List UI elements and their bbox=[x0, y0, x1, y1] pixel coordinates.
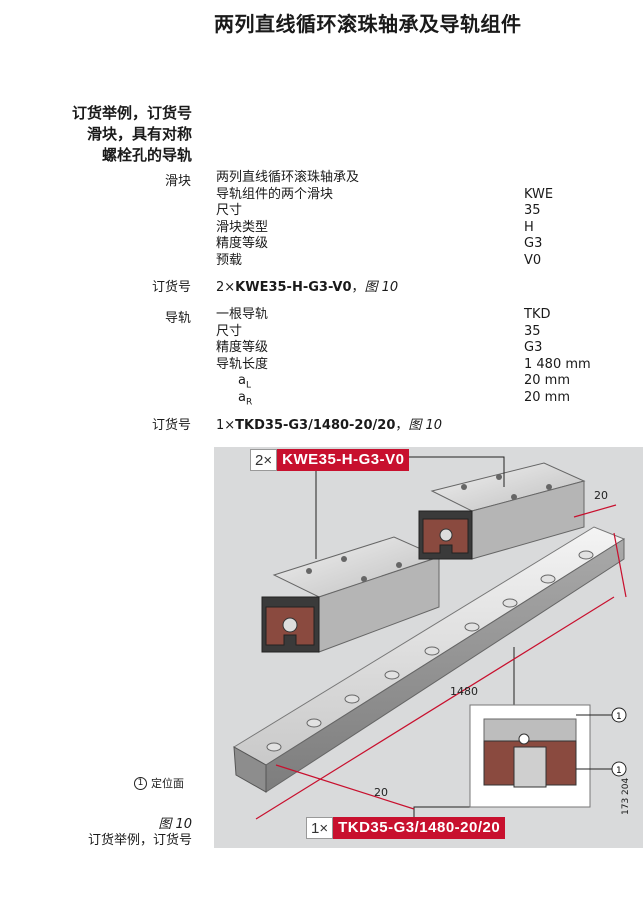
carriage-text-column: 两列直线循环滚珠轴承及 导轨组件的两个滑块 尺寸 滑块类型 精度等级 预载 bbox=[216, 170, 359, 269]
rail-aR-value: 20 mm bbox=[524, 389, 571, 405]
rail-label: 导轨 bbox=[164, 311, 191, 326]
carriage-row-text: 两列直线循环滚珠轴承及 bbox=[216, 170, 360, 185]
carriage-order-label: 订货号 bbox=[151, 280, 191, 295]
section-heading-line-3: 螺栓孔的导轨 bbox=[101, 146, 192, 164]
section-heading-line-1: 订货举例，订货号 bbox=[71, 104, 192, 122]
rail-callout: 1×TKD35-G3/1480-20/20 bbox=[306, 817, 506, 839]
carriage-row-text: 导轨组件的两个滑块 bbox=[216, 186, 334, 202]
carriage-order-line: 2×KWE35-H-G3-V0，图 10 bbox=[216, 276, 398, 295]
rail-row-value: 1 480 mm bbox=[524, 356, 591, 372]
rail-row-value: 35 bbox=[524, 323, 541, 339]
carriage-value-column: KWE 35 H G3 V0 bbox=[524, 170, 553, 269]
carriage-block-rear bbox=[418, 462, 586, 560]
carriage-order-figref: 图 10 bbox=[364, 280, 399, 295]
carriage-row-text: 滑块类型 bbox=[216, 219, 269, 235]
carriage-row-value: KWE bbox=[524, 186, 554, 202]
carriage-row-value bbox=[524, 170, 553, 187]
carriage-callout: 2×KWE35-H-G3-V0 bbox=[250, 449, 410, 471]
dim-left: 20 bbox=[374, 786, 388, 799]
section-heading-line-2: 滑块，具有对称 bbox=[86, 125, 192, 143]
carriage-block-front bbox=[261, 536, 441, 653]
rail-row-text: 尺寸 bbox=[216, 323, 243, 339]
rail-text-column: 一根导轨 尺寸 精度等级 导轨长度 aL aR bbox=[216, 307, 269, 408]
carriage-callout-qty: 2× bbox=[250, 449, 278, 471]
rail-order-sep: ， bbox=[395, 418, 409, 433]
caption-text: 订货举例，订货号 bbox=[87, 833, 192, 848]
rail-row-text: 精度等级 bbox=[216, 340, 269, 355]
carriage-row-text: 预载 bbox=[216, 252, 243, 268]
rail-order-label: 订货号 bbox=[151, 418, 191, 433]
rail-order-code: TKD35-G3/1480-20/20 bbox=[235, 418, 396, 433]
carriage-order-code: KWE35-H-G3-V0 bbox=[235, 280, 352, 295]
legend-text: 定位面 bbox=[151, 777, 184, 790]
carriage-row-value: V0 bbox=[524, 252, 542, 268]
rail-row-value: TKD bbox=[524, 307, 551, 322]
carriage-order-qty: 2× bbox=[216, 280, 236, 295]
carriage-row-value: G3 bbox=[524, 236, 543, 251]
carriage-row-value: H bbox=[524, 219, 534, 235]
legend-number: 1 bbox=[134, 776, 147, 790]
section-heading: 订货举例，订货号 滑块，具有对称 螺栓孔的导轨 bbox=[72, 103, 192, 166]
rail-callout-code: TKD35-G3/1480-20/20 bbox=[333, 817, 506, 839]
page-title: 两列直线循环滚珠轴承及导轨组件 bbox=[214, 12, 522, 36]
carriage-row-text: 精度等级 bbox=[216, 236, 269, 251]
rail-row-text: 一根导轨 bbox=[216, 307, 269, 322]
inset-marker-1: 1 bbox=[616, 712, 622, 722]
caption-figure-number: 图 10 bbox=[158, 817, 192, 832]
rail-aL-label: aL bbox=[238, 373, 251, 391]
rail-order-figref: 图 10 bbox=[408, 418, 443, 433]
rail-order-line: 1×TKD35-G3/1480-20/20，图 10 bbox=[216, 414, 442, 433]
carriage-row-text: 尺寸 bbox=[216, 203, 243, 218]
carriage-callout-code: KWE35-H-G3-V0 bbox=[277, 449, 410, 471]
dim-length: 1480 bbox=[450, 685, 478, 698]
linear-guide-illustration: 1480 20 20 1 1 bbox=[233, 456, 627, 825]
carriage-label: 滑块 bbox=[164, 174, 191, 189]
rail-aL-value: 20 mm bbox=[524, 373, 571, 388]
rail-callout-qty: 1× bbox=[306, 817, 334, 839]
rail-aR-label: aR bbox=[238, 389, 253, 408]
legend: 1 定位面 bbox=[134, 775, 184, 791]
guide-rail bbox=[233, 526, 626, 793]
rail-row-value: G3 bbox=[524, 340, 543, 355]
rail-row-text: 导轨长度 bbox=[216, 356, 269, 372]
carriage-order-sep: ， bbox=[351, 280, 365, 295]
side-code: 173 204 bbox=[621, 777, 631, 815]
inset-marker-2: 1 bbox=[616, 766, 622, 776]
rail-value-column: TKD 35 G3 1 480 mm 20 mm 20 mm bbox=[524, 307, 591, 406]
dimension-lines bbox=[255, 504, 627, 820]
carriage-row-value: 35 bbox=[524, 203, 541, 218]
figure-illustration: 1480 20 20 1 1 2×KWE35-H-G3-V0 1×TKD35-G… bbox=[214, 447, 643, 848]
rail-order-qty: 1× bbox=[216, 418, 236, 433]
inset-detail: 1 1 bbox=[469, 704, 627, 808]
figure-caption: 图 10 订货举例，订货号 bbox=[88, 817, 192, 849]
dim-right: 20 bbox=[594, 489, 608, 502]
